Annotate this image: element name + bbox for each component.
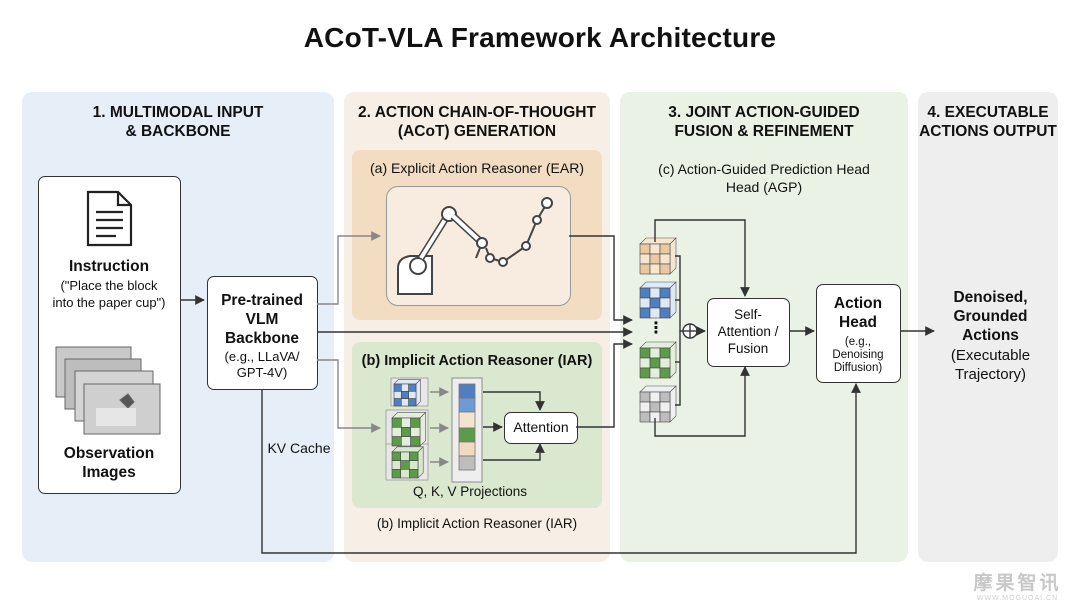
ellipsis-dots: ⋮ — [648, 320, 664, 337]
backbone-title: Pre-trained VLM Backbone — [221, 292, 303, 347]
flow-arrows — [180, 219, 935, 554]
cube-grid-icon — [639, 385, 677, 423]
qkv-label: Q, K, V Projections — [412, 484, 528, 499]
cube-grid-icon — [391, 378, 427, 479]
section-title-input: 1. MULTIMODAL INPUT & BACKBONE — [92, 104, 264, 140]
fusion-box — [707, 298, 790, 367]
cube-grid-icon — [639, 281, 677, 319]
attention-label: Attention — [513, 419, 569, 435]
diagram-title: ACoT-VLA Framework Architecture — [303, 22, 777, 53]
backbone-examples: (e.g., LLaVA/ GPT-4V) — [224, 349, 300, 380]
action-head-title: Action Head — [833, 295, 883, 331]
action-head-box — [816, 284, 901, 383]
agp-label: (c) Action-Guided Prediction Head Head (… — [658, 161, 870, 195]
instruction-title: Instruction — [68, 258, 150, 275]
cube-grid-icon — [391, 411, 427, 447]
robot-arm-icon — [397, 206, 491, 295]
watermark-logo: 摩果智讯 WWW.MOGUOAI.CN — [973, 573, 1062, 602]
backbone-box — [207, 276, 318, 390]
section-title-fusion: 3. JOINT ACTION-GUIDED FUSION & REFINEME… — [668, 104, 860, 140]
cube-grid-icon — [639, 237, 677, 423]
ear-label: (a) Explicit Action Reasoner (EAR) — [370, 160, 584, 176]
qkv-vector — [451, 377, 483, 483]
instruction-text: ("Place the block into the paper cup") — [52, 278, 166, 310]
attention-box — [504, 412, 578, 444]
iar-caption: (b) Implicit Action Reasoner (IAR) — [376, 516, 578, 531]
fusion-label: Self- Attention / Fusion — [717, 307, 779, 356]
output-detail: (Executable Trajectory) — [950, 347, 1031, 383]
kv-cache-label: KV Cache — [267, 440, 331, 456]
observation-title: Observation Images — [63, 445, 155, 481]
section-title-output: 4. EXECUTABLE ACTIONS OUTPUT — [919, 104, 1057, 140]
observation-images-icon — [55, 346, 161, 435]
plus-circle-icon — [682, 323, 698, 339]
document-icon — [86, 190, 133, 247]
trajectory-icon — [485, 197, 553, 267]
action-head-detail: (e.g., Denoising Diffusion) — [832, 336, 884, 374]
cube-grid-icon — [391, 446, 424, 479]
output-title: Denoised, Grounded Actions — [953, 289, 1028, 344]
cube-grid-icon — [393, 378, 422, 407]
cube-grid-icon — [639, 237, 677, 275]
section-panel-output — [918, 92, 1058, 562]
iar-label: (b) Implicit Action Reasoner (IAR) — [361, 353, 593, 369]
section-title-acot: 2. ACTION CHAIN-OF-THOUGHT (ACoT) GENERA… — [358, 104, 596, 140]
cube-grid-icon — [639, 341, 677, 379]
